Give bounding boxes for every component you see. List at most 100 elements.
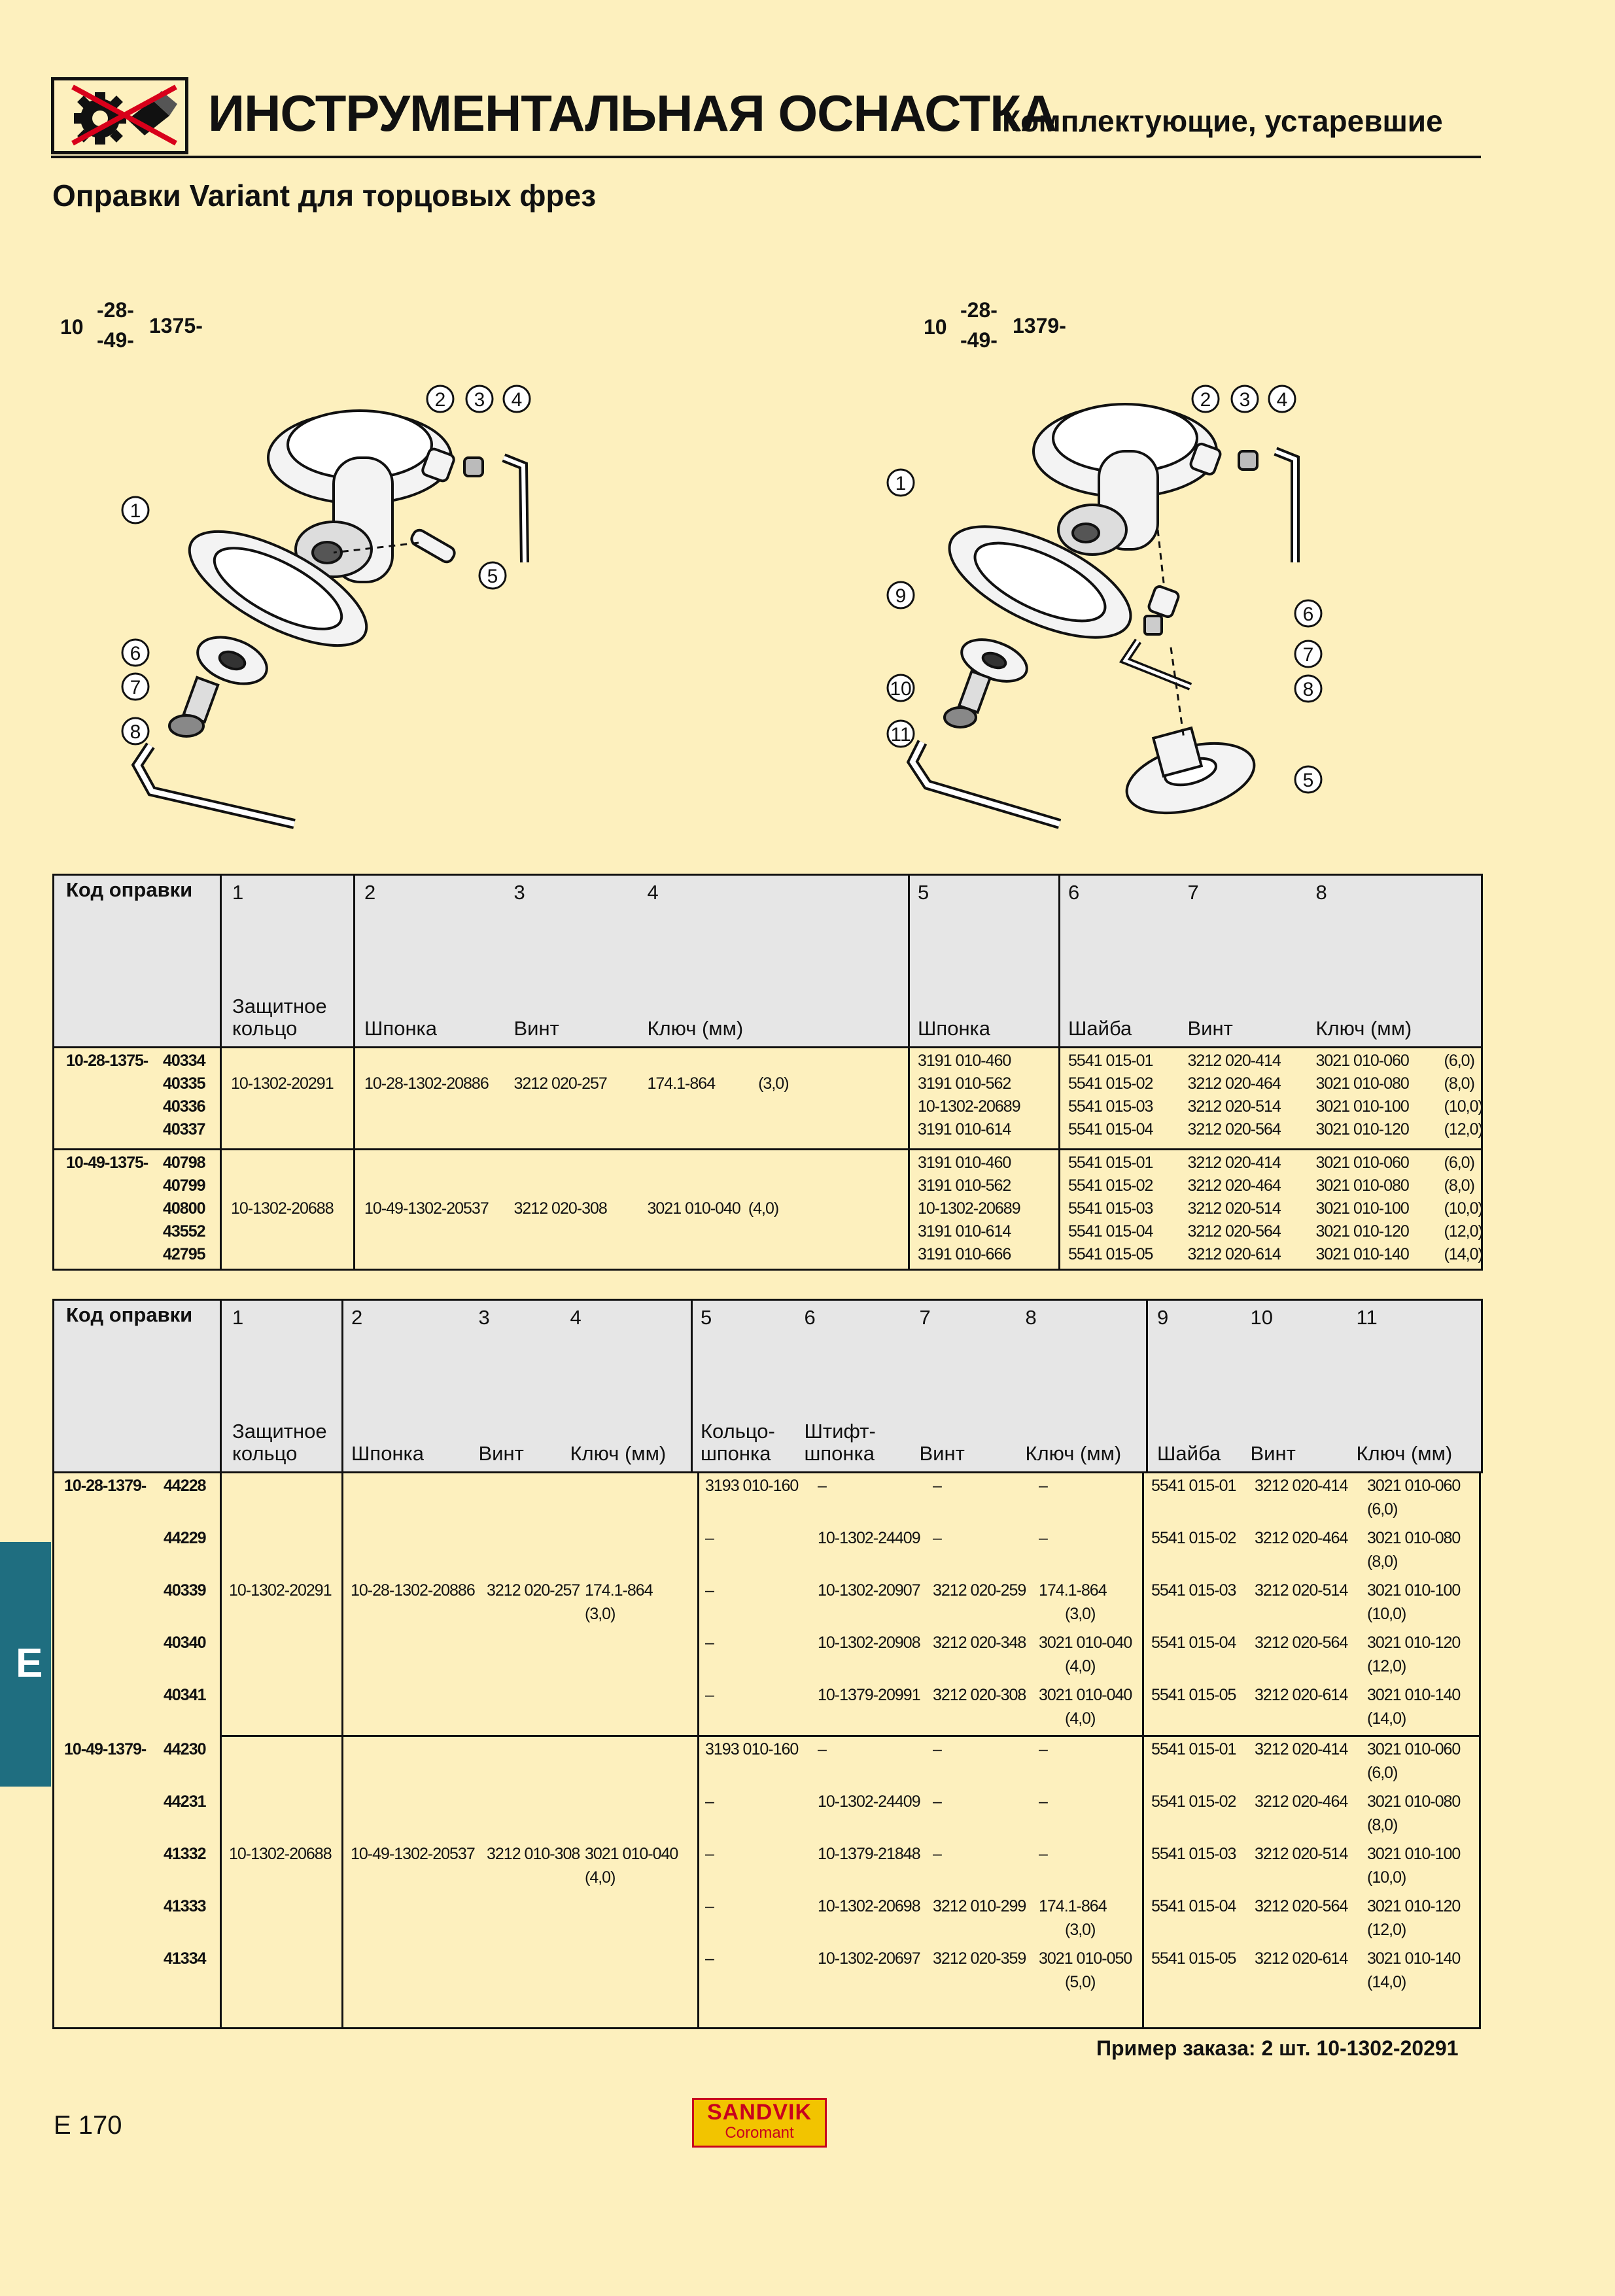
table1-cell: 3191 010-562 [918,1176,1011,1195]
table2-cell-c7: 3212 020-359 [933,1949,1026,1968]
table1-cell: 5541 015-05 [1068,1245,1153,1263]
table1-col-name: Шайба [1068,1017,1132,1040]
table2-cell-c11: 3021 010-080 [1367,1792,1461,1811]
figure1-code-label: 10 -28- -49- 1375- [60,298,230,352]
table2-cell-c5: – [705,1581,714,1600]
table1-cell: 3212 020-257 [513,1074,608,1093]
table2-cell-c11: 3021 010-100 [1367,1845,1461,1863]
table2-cell-c10: 3212 020-514 [1255,1845,1348,1863]
table2-cell-c7: – [933,1740,942,1758]
table1-cell-mm: (6,0) [1444,1154,1475,1172]
figure2-code-label: 10 -28- -49- 1379- [924,298,1094,352]
table2-row-id: 44228 [164,1477,207,1495]
table2-cell-c7: 3212 020-348 [933,1634,1026,1652]
table2-cell-c7: – [933,1529,942,1547]
table1-cell: 5541 015-04 [1068,1222,1153,1241]
table1-cell-mm: (8,0) [1444,1176,1475,1195]
table1-cell: 3212 020-308 [513,1199,608,1218]
table1-cell: 3021 010-140 [1315,1245,1410,1263]
table1-cell: 10-1302-20689 [918,1199,1021,1218]
table2-cell-c9: 5541 015-04 [1151,1634,1236,1652]
figure1-callout-5: 5 [487,566,498,587]
table1-cell: 3212 020-414 [1187,1154,1281,1172]
table2-cell-c5: – [705,1634,714,1652]
table1-cell: 5541 015-03 [1068,1199,1153,1218]
table2-cell-c11-mm: (14,0) [1367,1973,1406,1991]
section-title: Оправки Variant для торцовых фрез [52,179,597,213]
table2-cell-c8: 174.1-864 [1039,1581,1107,1600]
sandvik-coromant-logo: SANDVIK Coromant [692,2098,827,2148]
table2-cell-c7: – [933,1845,942,1863]
table1-col-number: 4 [647,881,659,904]
obsolete-tooling-crossed-icon [51,77,188,154]
table1-cell: 10-1302-20291 [220,1047,355,1150]
table2-cell-c11: 3021 010-060 [1367,1740,1461,1758]
table2-cell-c4: 174.1-864 [585,1581,653,1600]
header-divider [51,156,1481,158]
table2-row-id: 41334 [164,1949,207,1968]
table1-row-id: 43552 [163,1222,206,1241]
table1-cell: 5541 015-04 [1068,1120,1153,1139]
table1-row-id: 40800 [163,1199,206,1218]
figure2-callout-11: 11 [890,724,911,745]
table2-cell-c8: – [1039,1845,1048,1863]
figure2-code-prefix: 10 [924,315,947,339]
figure2-callout-8: 8 [1303,679,1314,700]
section-e-tab-label: E [16,1641,43,1686]
table2-cell-c9: 5541 015-05 [1151,1686,1236,1704]
table2-cell-c2: 10-28-1302-20886 [351,1581,476,1600]
figure1-code-prefix: 10 [60,315,84,339]
table2-cell-c6: 10-1302-24409 [818,1792,921,1811]
table2-cell-c8: 174.1-864 [1039,1897,1107,1915]
table1-cell: 174.1-864 [647,1074,716,1093]
table2-col-number: 9 [1157,1306,1169,1329]
table2-cell-c7: 3212 020-259 [933,1581,1026,1600]
table2-col-number: 4 [570,1306,582,1329]
table2-col-name: Кольцо- шпонка [701,1420,775,1465]
table2-col-number: 3 [478,1306,490,1329]
table2-col-name: Винт [1250,1442,1296,1465]
table2-cell-c7: – [933,1792,942,1811]
table1-row-id: 42795 [163,1245,206,1263]
table2-cell-c8: 3021 010-050 [1039,1949,1132,1968]
table1-cell-mm: (3,0) [758,1074,789,1093]
page-number: E 170 [54,2111,122,2140]
table2-cell-c11: 3021 010-100 [1367,1581,1461,1600]
figure1-code-sup: -28- [97,298,134,322]
table1-cell: 3212 020-414 [1187,1052,1281,1070]
table1-cell-mm: (12,0) [1444,1120,1484,1139]
table2-cell-c11: 3021 010-140 [1367,1686,1461,1704]
table2-body [52,1473,1481,2029]
table1-group-code: 10-49-1375- [66,1154,148,1172]
table2-col-name: Ключ (мм) [570,1442,667,1465]
table2-row-id: 41333 [164,1897,207,1915]
figure2-callout-5: 5 [1303,770,1314,791]
table2-cell-c10: 3212 020-614 [1255,1949,1348,1968]
table2-col-name: Защитное кольцо [232,1420,327,1465]
table1-cell: 3021 010-080 [1315,1074,1410,1093]
table1-group-code: 10-28-1375- [66,1052,148,1070]
table2-cell-c6: 10-1379-21848 [818,1845,921,1863]
table2-cell-c3: 3212 020-257 [487,1581,580,1600]
table1-row-id: 40334 [163,1052,206,1070]
table2-cell-c8-mm: (4,0) [1065,1657,1096,1675]
figure2-callout-3: 3 [1240,389,1251,411]
table2-cell-c10: 3212 020-414 [1255,1477,1348,1495]
table2-cell-c9: 5541 015-05 [1151,1949,1236,1968]
table1-cell-mm: (4,0) [748,1199,779,1218]
table2-cell-c5: 3193 010-160 [705,1740,799,1758]
table2-cell-c11-mm: (10,0) [1367,1868,1406,1887]
table1-cell: 3191 010-666 [918,1245,1011,1263]
section-e-tab: E [0,1542,51,1787]
table2-cell-c5: – [705,1949,714,1968]
table1-group-row: 10-49-1375- 40798 40799 40800 43552 4279… [54,1149,1484,1270]
table2-col-name: Шпонка [351,1442,425,1465]
table2-cell-c10: 3212 020-464 [1255,1792,1348,1811]
table2-code-header: Код оправки [66,1303,193,1326]
table1-col-number: 2 [364,881,376,904]
table1-cell: 3191 010-614 [918,1222,1011,1241]
table2-cell-c11: 3021 010-120 [1367,1897,1461,1915]
table2-cell-c1: 10-1302-20291 [229,1581,332,1600]
